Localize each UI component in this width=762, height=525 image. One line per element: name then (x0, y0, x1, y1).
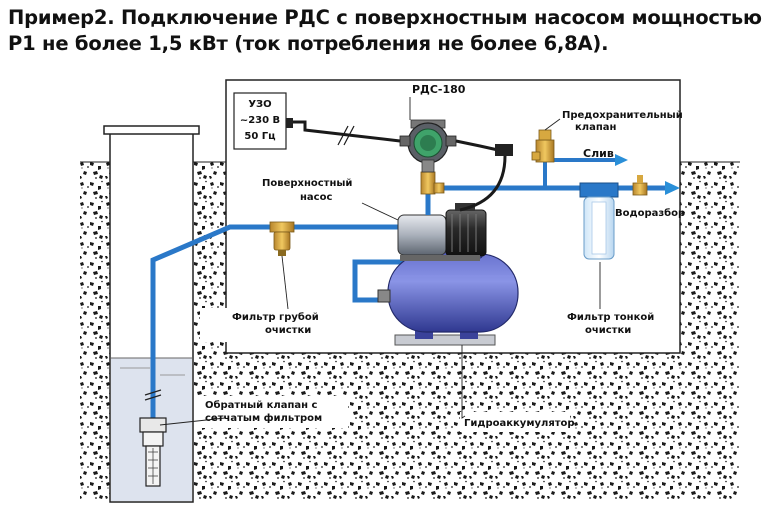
rcd-voltage: ~230 В (240, 115, 280, 126)
leader-lines (159, 97, 601, 426)
safety-valve-label-2: клапан (575, 122, 617, 133)
check-valve-label-1: Обратный клапан с (205, 399, 318, 411)
rds-label: РДС-180 (412, 83, 466, 96)
water-outlet-arrow (665, 181, 680, 195)
rcd-frequency: 50 Гц (244, 131, 275, 142)
fine-filter-label-2: очистки (585, 325, 631, 336)
check-valve (139, 417, 167, 487)
drain-label: Слив (583, 147, 614, 160)
outlet-valve (632, 175, 648, 196)
pressure-switch (399, 119, 457, 173)
safety-valve (531, 129, 628, 188)
accumulator-label: Гидроаккумулятор (464, 418, 575, 429)
coarse-filter-label-1: Фильтр грубой (232, 311, 319, 323)
water-outlet-label: Водоразбор (615, 207, 685, 219)
title-line-1: Пример2. Подключение РДС с поверхностным… (8, 6, 762, 29)
surface-pump-label-1: Поверхностный (262, 178, 352, 189)
drain-arrow (615, 154, 628, 166)
power-cable (285, 118, 513, 212)
safety-valve-label-1: Предохранительный (562, 110, 683, 121)
surface-pump (397, 203, 487, 261)
fine-filter (579, 182, 619, 260)
coarse-filter-label-2: очистки (265, 325, 311, 336)
suction-pipe (144, 224, 272, 440)
surface-pump-label-2: насос (300, 192, 332, 203)
coarse-filter (269, 221, 295, 256)
check-valve-label-2: сетчатым фильтром (205, 412, 322, 424)
rcd-box: УЗО ~230 В 50 Гц (233, 92, 287, 150)
title-line-2: Р1 не более 1,5 кВт (ток потребления не … (8, 32, 609, 55)
rcd-label: УЗО (248, 99, 271, 110)
fine-filter-label-1: Фильтр тонкой (567, 312, 654, 323)
